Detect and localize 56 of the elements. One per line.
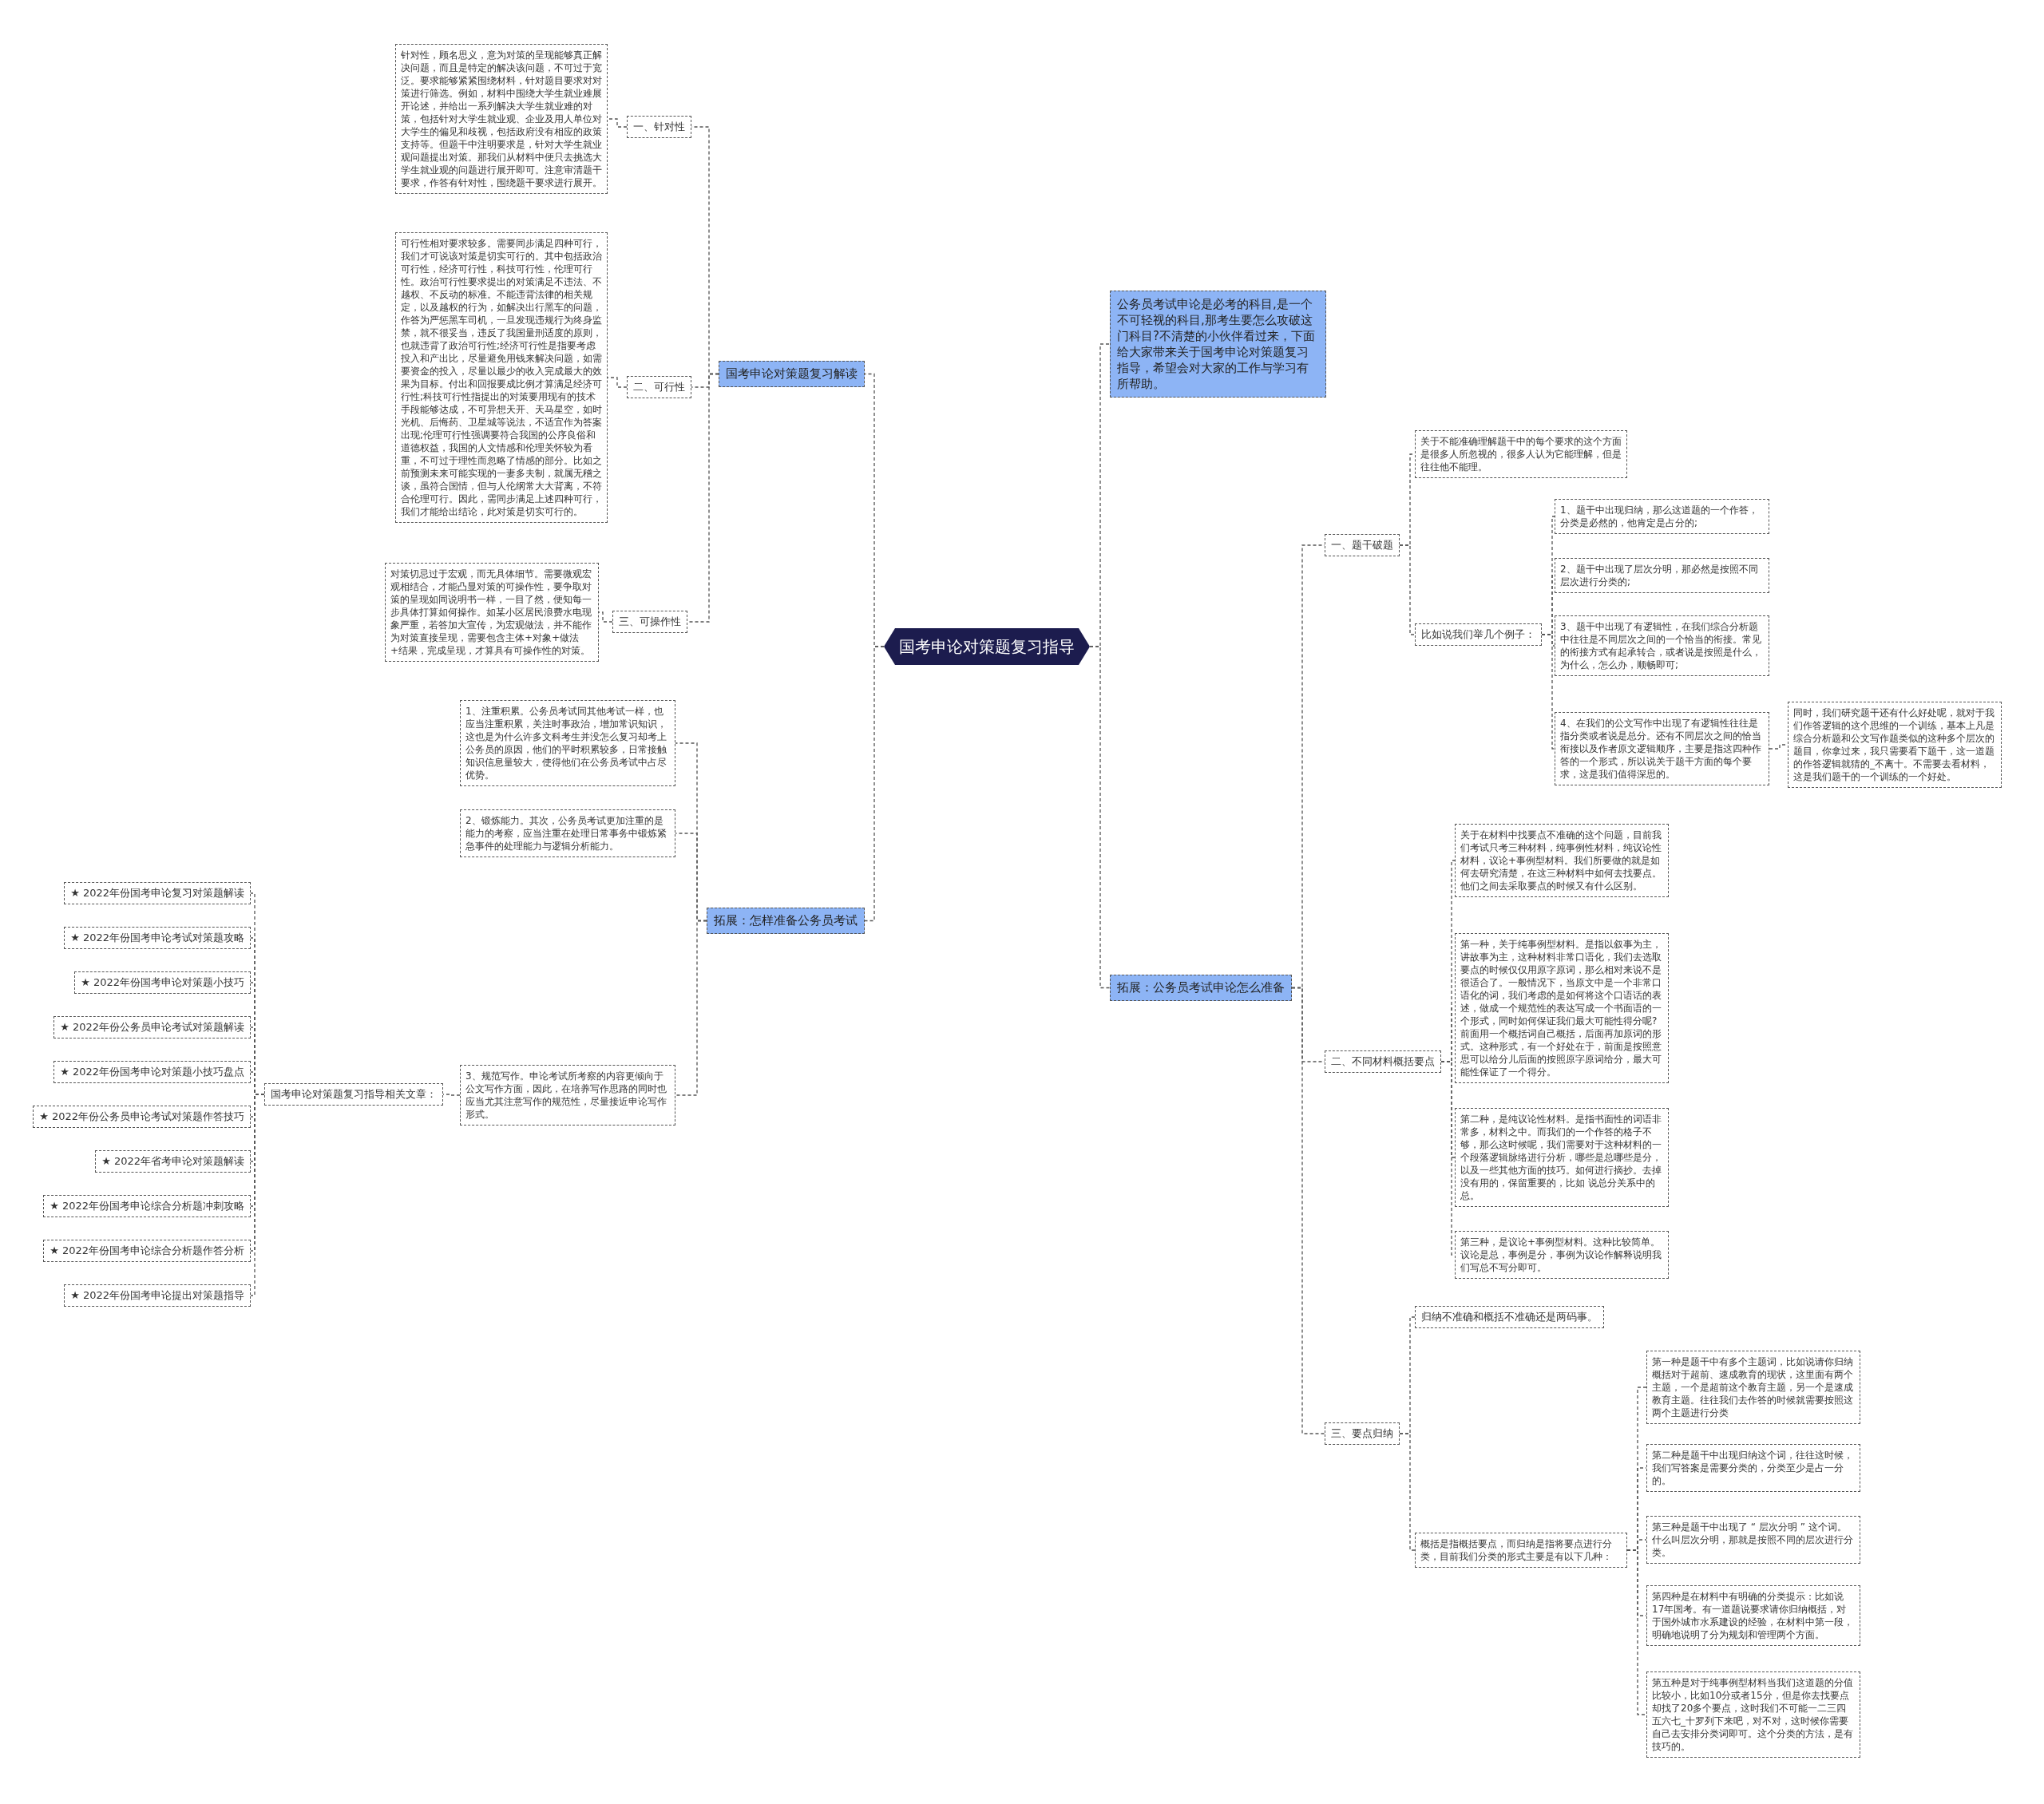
branch-topic-box: 拓展：公务员考试申论怎么准备 <box>1110 975 1292 1001</box>
subtopic-box: 二、不同材料概括要点 <box>1325 1050 1441 1073</box>
connector-line <box>1291 987 1325 1434</box>
note-box: 第四种是在材料中有明确的分类提示：比如说17年国考。有一道题说要求请你归纳概括，对于国外城市水系建设的经验，在材料中第一段，明确地说明了分为规划和管理两个方面。 <box>1646 1585 1860 1646</box>
subtopic-box: 二、可行性 <box>627 376 691 398</box>
note-box: 第三种是题干中出现了 “ 层次分明 ” 这个词。什么叫层次分明，那就是按照不同的层次进行分类。 <box>1646 1516 1860 1564</box>
note-box: 第二种是题干中出现归纳这个词，往往这时候，我们写答案是需要分类的，分类至少是占一分的。 <box>1646 1444 1860 1492</box>
note-box: 第二种，是纯议论性材料。是指书面性的词语非常多，材料之中。而我们的一个作答的格子不够，那么这时候呢，我们需要对于这种材料的一个段落逻辑脉络进行分析，哪些是总哪些是分，以及一些其他方面的技巧。如何进行摘抄。去掉没有用的，保留重要的，比如 说总分关系中的总。 <box>1455 1108 1669 1207</box>
subtopic-box: 一、题干破题 <box>1325 534 1400 556</box>
central-topic: 国考申论对策题复习指导 <box>884 628 1090 665</box>
branch-topic-box: 国考申论对策题复习解读 <box>719 361 865 387</box>
connector-line <box>1399 1433 1416 1551</box>
note-box: 关于在材料中找要点不准确的这个问题，目前我们考试只考三种材料，纯事例性材料，纯议论性材料，议论+事例型材料。我们所要做的就是如何去研究清楚，在这三种材料中如何去找要点。他们之间去采取要点的时候又有什么区别。 <box>1455 824 1669 897</box>
subtopic-box: ★ 2022年份公务员申论考试对策题解读 <box>53 1016 251 1038</box>
connector-line <box>250 1094 265 1296</box>
note-box: 1、注重积累。公务员考试同其他考试一样，也应当注重积累，关注时事政治，增加常识知识，这也是为什么许多文科考生并没怎么复习却考上公务员的原因，他们的平时积累较多，日常接触知识信息量较大，使得他们在公务员考试中占尽优势。 <box>460 700 675 786</box>
subtopic-box: ★ 2022年份国考申论复习对策题解读 <box>64 882 251 904</box>
connector-line <box>1541 634 1555 750</box>
note-box: 可行性相对要求较多。需要同步满足四种可行，我们才可说该对策是切实可行的。其中包括政治可行性，经济可行性，科技可行性，伦理可行性。政治可行性要求提出的对策满足不违法、不越权、不反动的标准。不能违背法律的相关规定，以及越权的行为，如解决出行黑车的问题，作答为严惩黑车司机，一旦发现违规行为终身监禁，就不很妥当，违反了我国量刑适度的原则，也就违背了政治可行性;经济可行性是指要考虑投入和产出比，尽量避免用钱来解决问题，如需要资金的投入，尽量以最少的收入完成最大的效果为目标。付出和回报要成比例才算满足经济可行性;科技可行性指提出的对策要用现有的技术手段能够达成，不可异想天开、天马星空，如时光机、后悔药、卫星城等说法，不适宜作为答案出现;伦理可行性强调要符合我国的公序良俗和道德权益，我国的人文情感和伦理关怀较为看重，不可过于理性而忽略了情感的部分。比如之前预测未来可能实现的一妻多夫制，就属无稽之谈，虽符合国情，但与人伦纲常大大背离，不符合伦理可行。因此，需同步满足上述四种可行，我们才能给出结论，此对策是切实可行的。 <box>395 232 608 523</box>
subtopic-box: ★ 2022年份国考申论综合分析题冲刺攻略 <box>43 1195 251 1217</box>
note-box: 2、锻炼能力。其次，公务员考试更加注重的是能力的考察，应当注重在处理日常事务中锻炼紧急事件的处理能力与逻辑分析能力。 <box>460 809 675 857</box>
subtopic-box: 归纳不准确和概括不准确还是两码事。 <box>1415 1306 1604 1328</box>
subtopic-box: ★ 2022年省考申论对策题解读 <box>95 1150 251 1173</box>
branch-topic-box: 拓展：怎样准备公务员考试 <box>707 908 865 934</box>
subtopic-box: ★ 2022年份国考申论提出对策题指导 <box>64 1284 251 1307</box>
connector-line <box>675 920 707 1096</box>
note-box: 第一种是题干中有多个主题词，比如说请你归纳概括对于超前、速成教育的现状，这里面有两个主题，一个是超前这个教育主题，另一个是速成教育主题。往往我们去作答的时候就需要按照这两个主题进行分类 <box>1646 1351 1860 1424</box>
intro-box: 公务员考试申论是必考的科目,是一个不可轻视的科目,那考生要怎么攻破这门科目?不清楚的小伙伴看过来，下面给大家带来关于国考申论对策题复习指导，希望会对大家的工作与学习有所帮助。 <box>1110 291 1326 398</box>
subtopic-box: ★ 2022年份国考申论对策题小技巧盘点 <box>53 1061 251 1083</box>
connector-line <box>864 646 885 922</box>
note-box: 同时，我们研究题干还有什么好处呢，就对于我们作答逻辑的这个思维的一个训练，基本上凡是综合分析题和公文写作题类似的这种多个层次的题目，你拿过来，我只需要看下题干，这一道题的作答逻辑就猜的_不离十。不需要去看材料，这是我们题干的一个训练的一个好处。 <box>1788 702 2002 788</box>
note-box: 对策切忌过于宏观，而无具体细节。需要微观宏观相结合，才能凸显对策的可操作性，要争取对策的呈现如同说明书一样，一目了然，便知每一步具体打算如何操作。如某小区居民浪费水电现象严重，若答加大宣传，为宏观做法，并不能作为对策直接呈现，需要包含主体+对象+做法+结果，完成呈现，才算具有可操作性的对策。 <box>385 563 599 662</box>
subtopic-box: 国考申论对策题复习指导相关文章： <box>264 1083 443 1106</box>
subtopic-box: ★ 2022年份国考申论考试对策题攻略 <box>64 927 251 949</box>
subtopic-box: ★ 2022年份国考申论对策题小技巧 <box>74 971 251 994</box>
connector-line <box>1626 1549 1647 1715</box>
note-box: 第三种，是议论+事例型材料。这种比较简单。议论是总，事例是分，事例为议论作解释说明我们写总不写分即可。 <box>1455 1231 1669 1279</box>
note-box: 3、题干中出现了有逻辑性，在我们综合分析题中往往是不同层次之间的一个恰当的衔接。常见的衔接方式有起承转合，或者说是按照是什么，为什么，怎么办，顺畅即可; <box>1555 615 1769 676</box>
subtopic-box: ★ 2022年份公务员申论考试对策题作答技巧 <box>33 1106 251 1128</box>
connector-line <box>607 118 628 128</box>
note-box: 针对性，顾名思义，意为对策的呈现能够真正解决问题，而且是特定的解决该问题，不可过于宽泛。要求能够紧紧围绕材料，针对题目要求对对策进行筛选。例如，材料中围绕大学生就业难展开论述，并给出一系列解决大学生就业难的对策，包括针对大学生就业观、企业及用人单位对大学生的偏见和歧视，包括政府没有相应的政策支持等。但题干中注明要求是，针对大学生就业观问题提出对策。那我们从材料中便只去挑选大学生就业观的问题进行展开即可。注意审清题干要求，作答有针对性，围绕题干要求进行展开。 <box>395 44 608 194</box>
note-box: 1、题干中出现归纳，那么这道题的一个作答，分类是必然的，他肯定是占分的; <box>1555 499 1769 534</box>
connector-line <box>1089 646 1111 989</box>
subtopic-box: 三、要点归纳 <box>1325 1422 1400 1445</box>
subtopic-box: 比如说我们举几个例子： <box>1415 623 1542 646</box>
connector-line <box>1399 544 1416 635</box>
note-box: 3、规范写作。申论考试所考察的内容更倾向于公文写作方面，因此，在培养写作思路的同时也应当尤其注意写作的规范性，尽量接近申论写作形式。 <box>460 1065 675 1126</box>
note-box: 关于不能准确理解题干中的每个要求的这个方面是很多人所忽视的，很多人认为它能理解，但是往往他不能理。 <box>1415 430 1627 478</box>
note-box: 第五种是对于纯事例型材料当我们这道题的分值比较小，比如10分或者15分，但是你去找要点却找了20多个要点，这时我们不可能一二三四五六七_十罗列下来吧，对不对，这时候你需要自己去安排分类词即可。这个分类的方法，是有技巧的。 <box>1646 1671 1860 1758</box>
note-box: 概括是指概括要点，而归纳是指将要点进行分类，目前我们分类的形式主要是有以下几种： <box>1415 1533 1627 1568</box>
note-box: 2、题干中出现了层次分明，那必然是按照不同层次进行分类的; <box>1555 558 1769 593</box>
note-box: 第一种，关于纯事例型材料。是指以叙事为主，讲故事为主，这种材料非常口语化，我们去选取要点的时候仅仅用原字原词，那么相对来说不是很适合了。一般情况下，当原文中是一个非常口语化的词，我们考虑的是如何将这个口语话的表述，做成一个规范性的表达写成一个书面语的一个形式，同时如何保证我们最大可能性得分呢?前面用一个概括词自己概括，后面再加原词的形式。这种形式，有一个好处在于，前面是按照意思可以给分儿后面的按照原字原词给分，最大可能性保证了一个得分。 <box>1455 933 1669 1083</box>
subtopic-box: 一、针对性 <box>627 116 691 138</box>
subtopic-box: ★ 2022年份国考申论综合分析题作答分析 <box>43 1240 251 1262</box>
subtopic-box: 三、可操作性 <box>612 611 687 633</box>
note-box: 4、在我们的公文写作中出现了有逻辑性往往是指分类或者说是总分。还有不同层次之间的恰当衔接以及作者原文逻辑顺序，主要是指这四种作答的一个形式，所以说关于题干方面的每个要求，这是我们值得深思的。 <box>1555 712 1769 785</box>
